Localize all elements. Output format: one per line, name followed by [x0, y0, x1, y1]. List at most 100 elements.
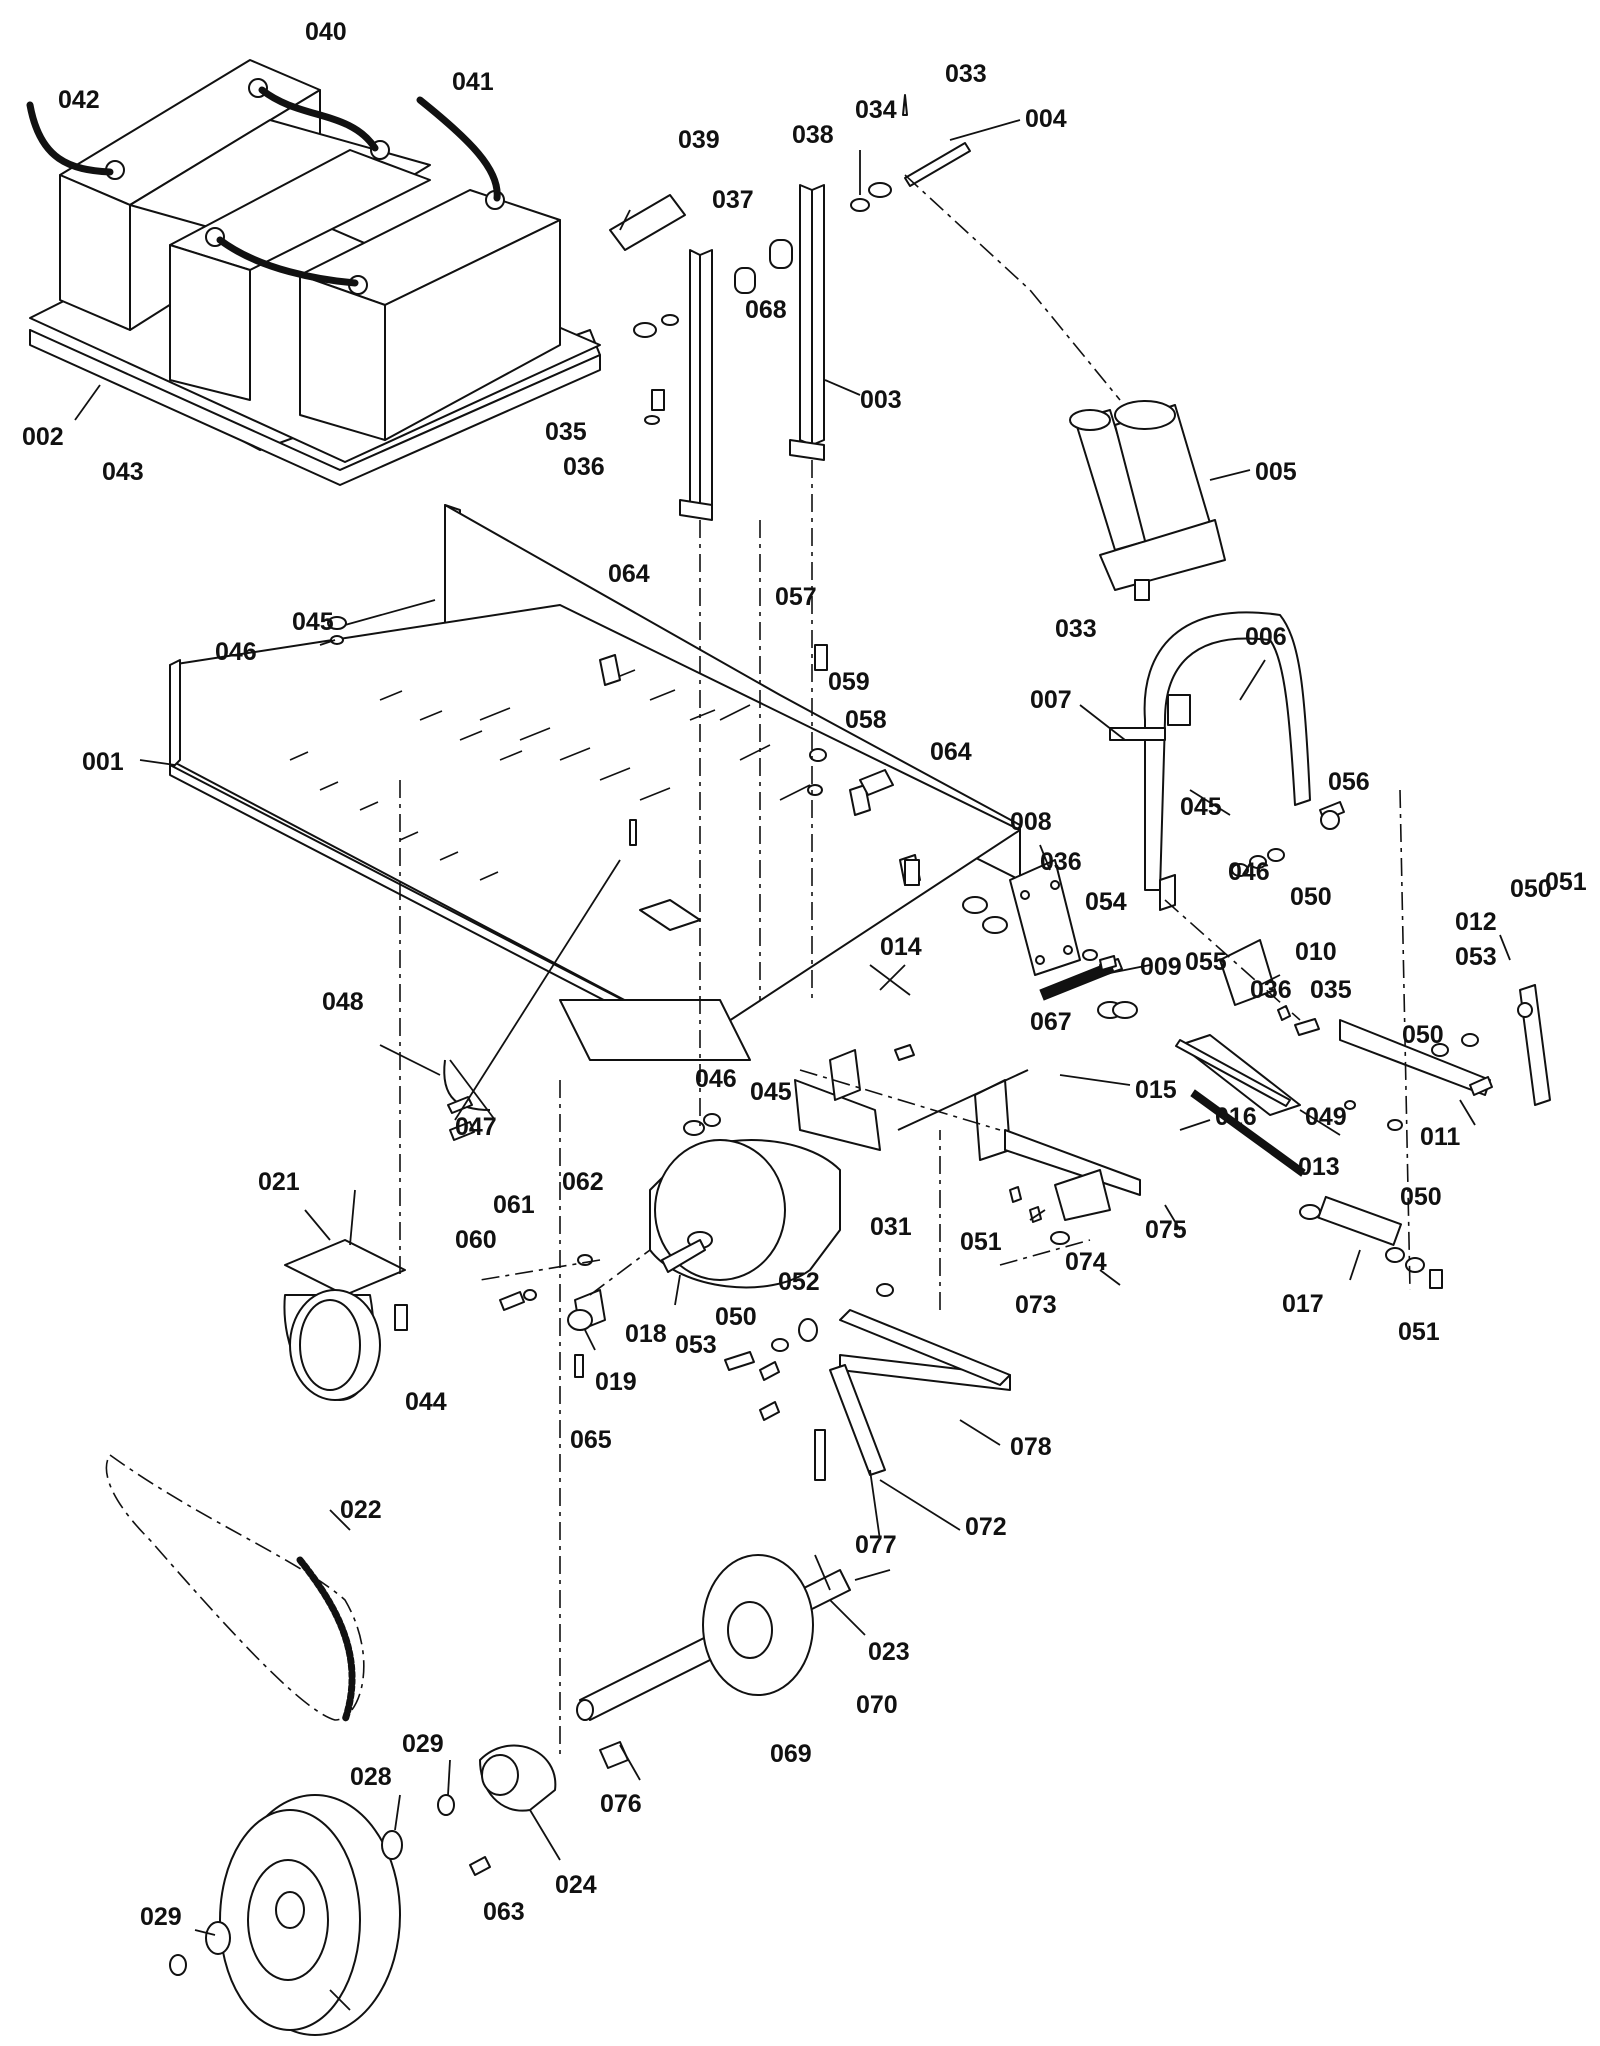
drive-chain: [105, 1453, 365, 1724]
pivot-bracket: [962, 859, 1138, 1019]
part-label: 042: [58, 86, 100, 114]
part-label: 043: [102, 458, 144, 486]
part-label: 061: [493, 1191, 535, 1219]
part-label: 017: [1282, 1290, 1324, 1318]
part-label: 077: [855, 1531, 897, 1559]
part-label: 059: [828, 668, 870, 696]
part-label: 047: [455, 1113, 497, 1141]
part-label: 076: [600, 1790, 642, 1818]
drive-motor: [567, 1079, 881, 1331]
part-label: 046: [1228, 858, 1270, 886]
leader-lines: [74, 119, 1511, 2011]
part-label: 055: [1185, 948, 1227, 976]
lift-arm: [1109, 611, 1311, 911]
part-label: 021: [258, 1168, 300, 1196]
part-label: 060: [455, 1226, 497, 1254]
part-label: 065: [570, 1426, 612, 1454]
part-label: 064: [608, 560, 650, 588]
part-label: 034: [855, 96, 897, 124]
part-label: 053: [1455, 943, 1497, 971]
part-label: 057: [775, 583, 817, 611]
part-label: 018: [625, 1320, 667, 1348]
part-label: 062: [562, 1168, 604, 1196]
part-label: 039: [678, 126, 720, 154]
part-label: 009: [1140, 953, 1182, 981]
part-label: 003: [860, 386, 902, 414]
main-chassis: [169, 504, 1021, 1061]
part-label: 051: [960, 1228, 1002, 1256]
part-label: 045: [750, 1078, 792, 1106]
part-label: 014: [880, 933, 922, 961]
part-label: 022: [340, 1496, 382, 1524]
part-label: 015: [1135, 1076, 1177, 1104]
part-label: 069: [770, 1740, 812, 1768]
part-label: 063: [483, 1898, 525, 1926]
part-label: 048: [322, 988, 364, 1016]
part-label: 067: [1030, 1008, 1072, 1036]
part-label: 050: [1290, 883, 1332, 911]
part-label: 058: [845, 706, 887, 734]
part-label: 045: [292, 608, 334, 636]
alignment-lines: [399, 174, 1411, 1760]
part-label: 073: [1015, 1291, 1057, 1319]
part-label: 029: [140, 1903, 182, 1931]
part-label: 013: [1298, 1153, 1340, 1181]
batteries: [59, 59, 561, 441]
part-label: 019: [595, 1368, 637, 1396]
caster-wheel: [283, 1239, 408, 1401]
part-label: 051: [1545, 868, 1587, 896]
part-label: 024: [555, 1871, 597, 1899]
part-label: 036: [563, 453, 605, 481]
part-label: 051: [1398, 1318, 1440, 1346]
part-label: 050: [1400, 1183, 1442, 1211]
part-label: 040: [305, 18, 347, 46]
part-label: 004: [1025, 105, 1067, 133]
part-label: 038: [792, 121, 834, 149]
part-label: 001: [82, 748, 124, 776]
part-label: 007: [1030, 686, 1072, 714]
hardware-fasteners: [327, 616, 1533, 1481]
part-label: 045: [1180, 793, 1222, 821]
part-label: 049: [1305, 1103, 1347, 1131]
part-label: 035: [1310, 976, 1352, 1004]
part-label: 074: [1065, 1248, 1107, 1276]
part-label: 044: [405, 1388, 447, 1416]
part-label: 005: [1255, 458, 1297, 486]
part-label: 016: [1215, 1103, 1257, 1131]
part-labels: 001 002 003 004 005 006 007 008 009 010 …: [22, 18, 1587, 1931]
part-label: 036: [1250, 976, 1292, 1004]
part-label: 053: [675, 1331, 717, 1359]
part-label: 036: [1040, 848, 1082, 876]
part-label: 056: [1328, 768, 1370, 796]
part-label: 023: [868, 1638, 910, 1666]
part-label: 064: [930, 738, 972, 766]
shaft-and-spring: [1190, 1089, 1425, 1273]
part-label: 010: [1295, 938, 1337, 966]
actuator-motor: [1069, 400, 1226, 601]
part-label: 054: [1085, 888, 1127, 916]
part-label: 008: [1010, 808, 1052, 836]
part-label: 050: [1510, 875, 1552, 903]
motor-brackets: [609, 94, 971, 521]
part-label: 002: [22, 423, 64, 451]
part-label: 006: [1245, 623, 1287, 651]
part-label: 050: [715, 1303, 757, 1331]
part-label: 011: [1420, 1123, 1460, 1151]
part-label: 037: [712, 186, 754, 214]
part-label: 072: [965, 1513, 1007, 1541]
part-label: 029: [402, 1730, 444, 1758]
part-label: 012: [1455, 908, 1497, 936]
part-label: 046: [695, 1065, 737, 1093]
rear-wheel: [169, 1744, 557, 2036]
part-label: 033: [945, 60, 987, 88]
part-label: 068: [745, 296, 787, 324]
part-label: 033: [1055, 615, 1097, 643]
part-label: 070: [856, 1691, 898, 1719]
drive-axle: [576, 1554, 851, 1769]
part-label: 028: [350, 1763, 392, 1791]
part-label: 052: [778, 1268, 820, 1296]
part-label: 078: [1010, 1433, 1052, 1461]
battery-cables: [26, 86, 501, 287]
part-label: 041: [452, 68, 494, 96]
